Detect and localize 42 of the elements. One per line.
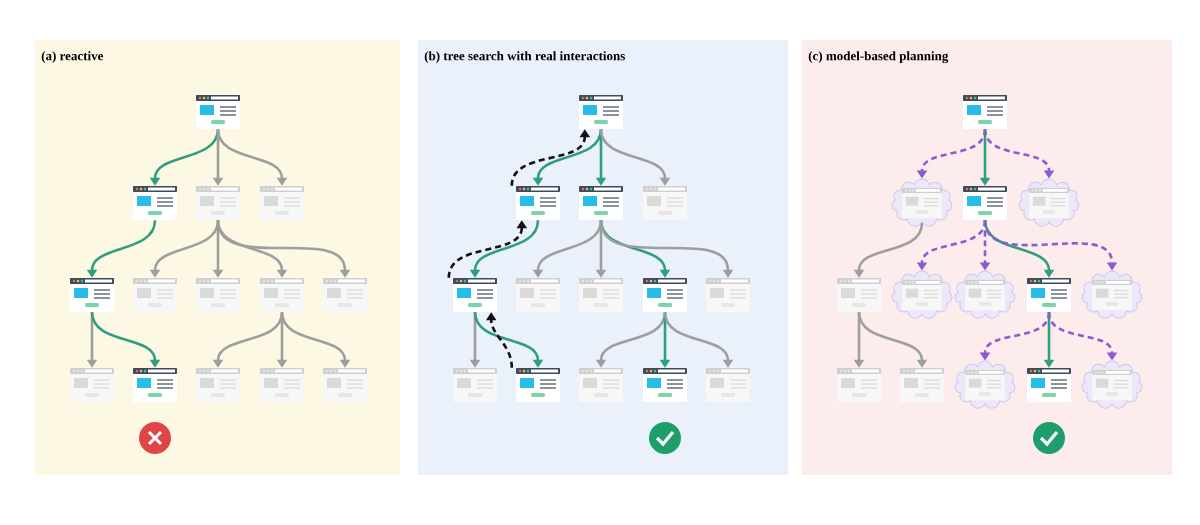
browser-window-icon — [643, 186, 687, 220]
browser-window-icon — [196, 368, 240, 402]
browser-window-icon — [643, 368, 687, 402]
browser-window-icon — [900, 368, 944, 402]
browser-window-icon — [323, 278, 367, 312]
cloud-window-icon — [1081, 270, 1143, 319]
cloud-window-icon — [1018, 178, 1080, 227]
browser-window-icon — [133, 186, 177, 220]
browser-window-icon — [516, 278, 560, 312]
cloud-window-icon — [954, 270, 1016, 319]
cloud-window-icon — [954, 360, 1016, 409]
cloud-window-icon — [891, 270, 953, 319]
browser-window-icon — [453, 278, 497, 312]
browser-window-icon — [453, 368, 497, 402]
browser-window-icon — [516, 368, 560, 402]
browser-window-icon — [579, 186, 623, 220]
browser-window-icon — [70, 368, 114, 402]
browser-window-icon — [579, 278, 623, 312]
browser-window-icon — [196, 186, 240, 220]
browser-window-icon — [579, 95, 623, 129]
browser-window-icon — [196, 278, 240, 312]
browser-window-icon — [706, 278, 750, 312]
browser-window-icon — [133, 368, 177, 402]
browser-window-icon — [260, 368, 304, 402]
browser-window-icon — [70, 278, 114, 312]
browser-window-icon — [837, 368, 881, 402]
browser-window-icon — [963, 186, 1007, 220]
browser-window-icon — [133, 278, 177, 312]
browser-window-icon — [516, 186, 560, 220]
browser-window-icon — [706, 368, 750, 402]
cloud-window-icon — [1081, 360, 1143, 409]
browser-window-icon — [643, 278, 687, 312]
browser-window-icon — [837, 278, 881, 312]
browser-window-icon — [323, 368, 367, 402]
browser-window-icon — [260, 186, 304, 220]
browser-window-icon — [579, 368, 623, 402]
browser-window-icon — [1027, 278, 1071, 312]
browser-window-icon — [196, 95, 240, 129]
browser-window-icon — [1027, 368, 1071, 402]
browser-window-icon — [260, 278, 304, 312]
browser-window-icon — [963, 95, 1007, 129]
cloud-window-icon — [891, 178, 953, 227]
